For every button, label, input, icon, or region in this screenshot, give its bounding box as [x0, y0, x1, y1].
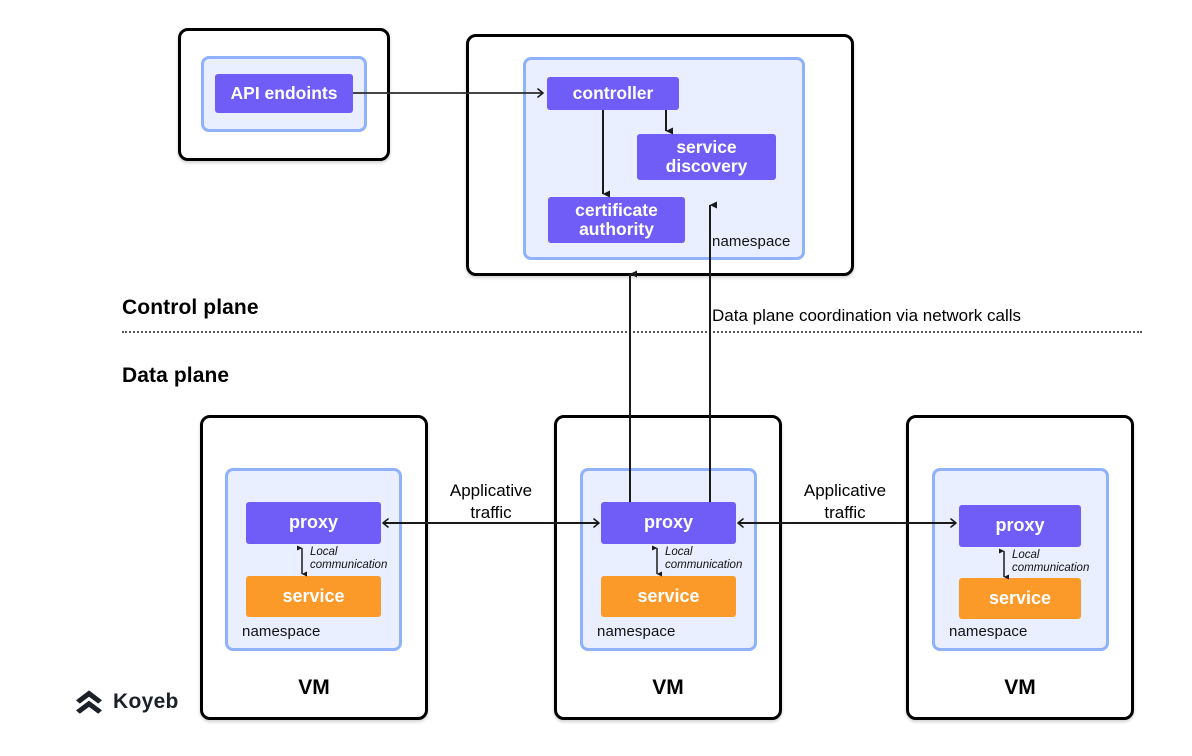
vm-3-proxy-chip[interactable]: proxy	[959, 505, 1081, 547]
vm-1-namespace-label: namespace	[242, 623, 321, 640]
koyeb-chevrons-icon	[76, 690, 102, 714]
service-discovery-chip[interactable]: service discovery	[637, 134, 776, 180]
vm-1-service-chip[interactable]: service	[246, 576, 381, 617]
vm-1-namespace-box: namespace	[225, 468, 402, 651]
controller-chip[interactable]: controller	[547, 77, 679, 110]
brand-name: Koyeb	[113, 690, 179, 713]
api-endpoints-chip[interactable]: API endoints	[215, 74, 353, 113]
vm-3-namespace-box: namespace	[932, 468, 1109, 651]
control-plane-heading: Control plane	[122, 296, 259, 319]
vm-3-namespace-label: namespace	[949, 623, 1028, 640]
vm-label-1: VM	[298, 676, 330, 699]
brand-logo: Koyeb	[74, 688, 179, 716]
vm-3-service-chip[interactable]: service	[959, 578, 1081, 619]
vm-1-local-communication-label: Local communication	[310, 546, 388, 572]
control-plane-namespace-label: namespace	[712, 233, 791, 250]
applicative-traffic-label-2: Applicative traffic	[803, 481, 887, 522]
vm-3-local-communication-label: Local communication	[1012, 549, 1090, 575]
vm-2-namespace-box: namespace	[580, 468, 757, 651]
vm-label-2: VM	[652, 676, 684, 699]
vm-2-proxy-chip[interactable]: proxy	[601, 502, 736, 544]
vm-1-proxy-chip[interactable]: proxy	[246, 502, 381, 544]
coordination-note-label: Data plane coordination via network call…	[712, 306, 1022, 325]
data-plane-heading: Data plane	[122, 364, 230, 387]
vm-label-3: VM	[1004, 676, 1036, 699]
applicative-traffic-label-1: Applicative traffic	[449, 481, 533, 522]
vm-2-service-chip[interactable]: service	[601, 576, 736, 617]
plane-divider	[122, 331, 1142, 333]
vm-2-local-communication-label: Local communication	[665, 546, 743, 572]
vm-2-namespace-label: namespace	[597, 623, 676, 640]
certificate-authority-chip[interactable]: certificate authority	[548, 197, 685, 243]
